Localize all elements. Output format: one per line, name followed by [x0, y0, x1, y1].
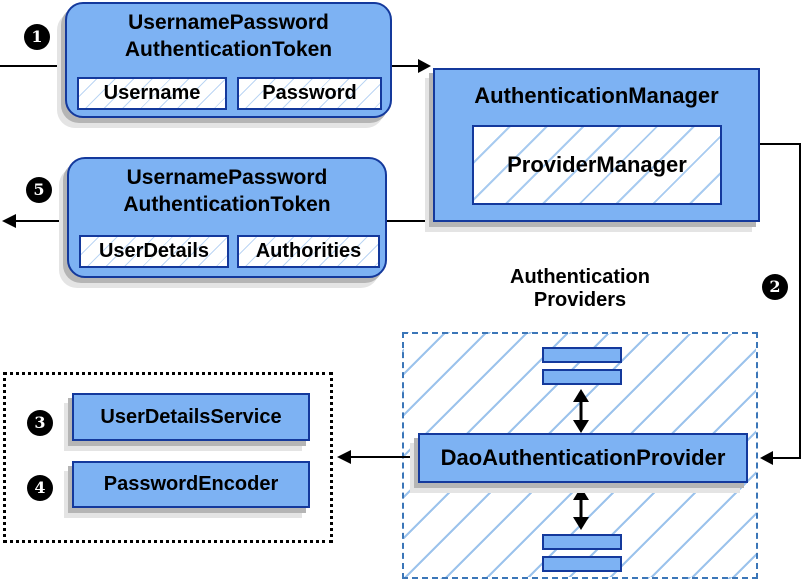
step-1-label: 1: [31, 27, 43, 46]
step-4-badge: 4: [27, 475, 53, 501]
authentication-manager-node: AuthenticationManager ProviderManager: [433, 68, 760, 222]
step-5-badge: 5: [26, 177, 52, 203]
step-1-badge: 1: [24, 24, 50, 50]
request-token-title-line2: AuthenticationToken: [124, 38, 333, 61]
step-3-badge: 3: [27, 410, 53, 436]
step-3-label: 3: [34, 413, 46, 432]
authorities-field-label: Authorities: [255, 240, 362, 262]
password-encoder-node: PasswordEncoder: [72, 461, 310, 508]
provider-stack-rect-top-2: [542, 369, 622, 385]
flow-arrow-manager-to-provider: [760, 143, 801, 465]
user-details-service-node: UserDetailsService: [72, 393, 310, 441]
dao-authentication-provider-node: DaoAuthenticationProvider: [418, 433, 748, 483]
services-group: [3, 372, 333, 543]
result-token-title-line1: UsernamePassword: [126, 166, 328, 189]
user-details-service-label: UserDetailsService: [100, 406, 282, 428]
username-field-node: Username: [77, 77, 227, 110]
step-5-label: 5: [33, 180, 45, 199]
request-token-title: UsernamePassword AuthenticationToken: [67, 4, 390, 63]
provider-manager-label: ProviderManager: [507, 152, 687, 177]
password-field-node: Password: [237, 77, 382, 110]
flow-arrow-provider-to-services: [337, 450, 416, 464]
authorities-field-node: Authorities: [237, 235, 380, 268]
double-arrow-bottom: [573, 487, 589, 530]
result-token-title: UsernamePassword AuthenticationToken: [69, 159, 385, 218]
step-4-label: 4: [34, 478, 46, 497]
providers-title-line1: Authentication: [510, 266, 650, 288]
request-token-title-line1: UsernamePassword: [128, 11, 329, 34]
username-field-label: Username: [103, 82, 201, 104]
provider-manager-node: ProviderManager: [472, 125, 722, 205]
step-2-label: 2: [769, 277, 781, 296]
provider-stack-rect-bottom-2: [542, 556, 622, 572]
provider-stack-rect-bottom-1: [542, 534, 622, 550]
result-token-title-line2: AuthenticationToken: [123, 193, 331, 216]
result-token-node: UsernamePassword AuthenticationToken Use…: [67, 157, 387, 278]
password-field-label: Password: [262, 82, 357, 104]
double-arrow-top: [573, 389, 589, 433]
password-encoder-label: PasswordEncoder: [103, 473, 279, 495]
request-token-node: UsernamePassword AuthenticationToken Use…: [65, 2, 392, 118]
userdetails-field-node: UserDetails: [79, 235, 229, 268]
dao-authentication-provider-label: DaoAuthenticationProvider: [440, 445, 726, 470]
userdetails-field-label: UserDetails: [98, 240, 210, 262]
providers-title-line2: Providers: [533, 289, 627, 311]
providers-group-title: Authentication Providers: [402, 266, 758, 312]
authentication-manager-title: AuthenticationManager: [474, 83, 719, 108]
step-2-badge: 2: [762, 274, 788, 300]
provider-stack-rect-top-1: [542, 347, 622, 363]
